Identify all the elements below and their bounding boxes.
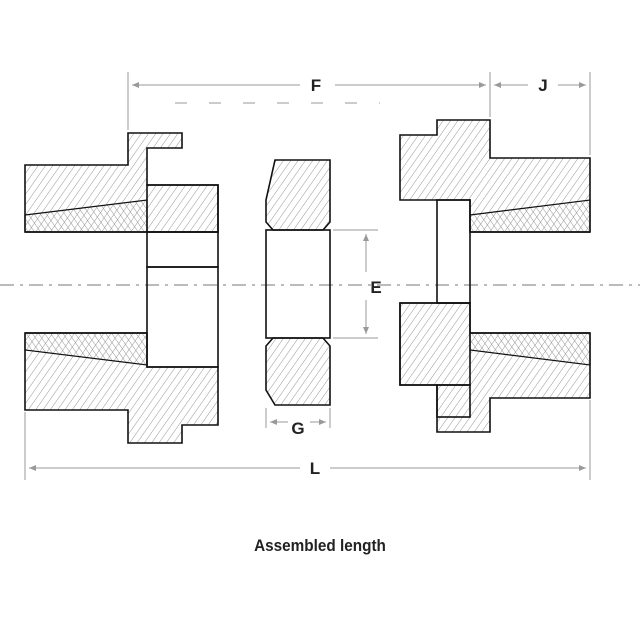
dimension-l: L (24, 400, 591, 480)
spider-insert (265, 159, 331, 406)
dimension-e-label: E (370, 278, 381, 297)
right-hub (399, 119, 591, 433)
dimension-f-label: F (311, 76, 321, 95)
right-hub-jaw-lower (399, 302, 471, 386)
left-hub-jaw-lower (146, 266, 219, 368)
spider-bore (265, 229, 331, 339)
right-hub-jaw-bottom-slot (436, 384, 471, 418)
dimension-j-label: J (538, 76, 547, 95)
right-hub-jaw-upper-slot (436, 199, 471, 304)
caption: Assembled length (254, 536, 386, 555)
left-hub (24, 132, 219, 444)
dimension-f: F (127, 72, 491, 130)
dimension-g: G (265, 408, 331, 438)
left-hub-jaw-bore (146, 231, 219, 268)
dimension-j: J (494, 72, 591, 155)
dimension-l-label: L (310, 459, 320, 478)
spider-lower-section (265, 337, 331, 406)
dimension-g-label: G (291, 419, 304, 438)
right-hub-upper-section (399, 119, 591, 233)
dimension-e: E (333, 229, 382, 339)
right-hub-lower-section (399, 302, 591, 433)
spider-upper-section (265, 159, 331, 231)
